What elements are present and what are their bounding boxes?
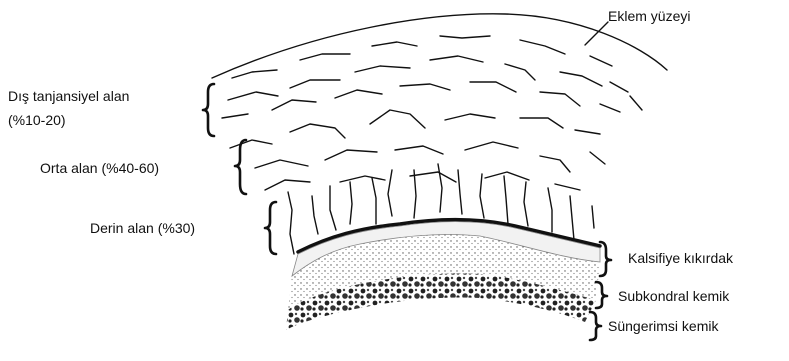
superficial-zone-brace xyxy=(203,84,214,136)
superficial-zone-label-line2: (%10-20) xyxy=(8,112,66,129)
deep-zone-brace xyxy=(265,202,276,254)
subchondral-bone-label: Subkondral kemik xyxy=(618,288,729,305)
superficial-zone-fibers xyxy=(222,36,642,118)
articular-surface-label: Eklem yüzeyi xyxy=(608,8,690,25)
middle-zone-label: Orta alan (%40-60) xyxy=(40,160,159,177)
calcified-cartilage-brace xyxy=(600,242,611,276)
middle-zone-brace xyxy=(235,140,246,194)
calcified-cartilage-label: Kalsifiye kıkırdak xyxy=(628,250,733,267)
deep-zone-label: Derin alan (%30) xyxy=(90,220,195,237)
articular-surface-line xyxy=(212,14,667,78)
cancellous-bone-label: Süngerimsi kemik xyxy=(608,318,718,335)
subchondral-bone-brace xyxy=(596,282,607,308)
superficial-zone-label-line1: Dış tanjansiyel alan xyxy=(8,88,129,105)
middle-zone-fibers xyxy=(230,110,605,190)
cancellous-bone-brace xyxy=(590,312,601,340)
